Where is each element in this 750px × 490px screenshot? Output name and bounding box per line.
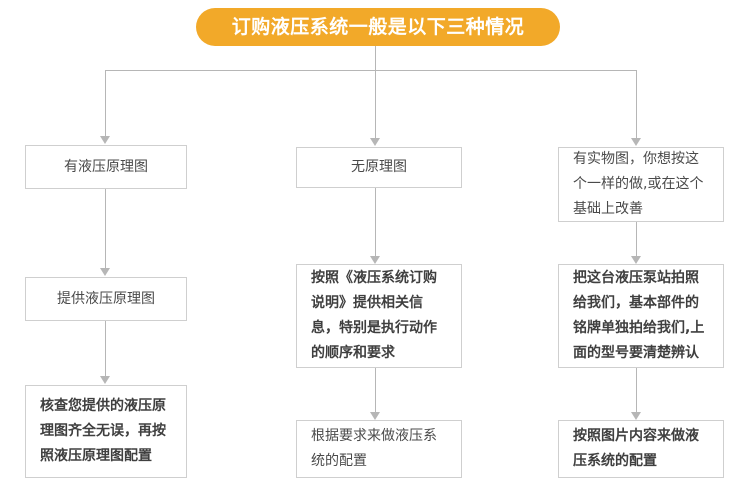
flow-node-label: 按照图片内容来做液压系统的配置: [573, 428, 699, 469]
connector-distribution-bus: [105, 70, 636, 71]
flow-node-b3-s3[interactable]: 按照图片内容来做液压系统的配置: [558, 420, 724, 478]
flow-node-label: 把这台液压泵站拍照给我们，基本部件的铭牌单独拍给我们,上面的型号要清楚辨认: [573, 270, 705, 361]
flow-node-b2-s1[interactable]: 无原理图: [296, 147, 462, 188]
flow-node-b1-s2[interactable]: 提供液压原理图: [25, 277, 187, 321]
arrowhead-b2-s2-to-s3: [370, 412, 380, 420]
connector-b1-s2-to-s3: [105, 321, 106, 377]
flow-node-label: 按照《液压系统订购说明》提供相关信息，特别是执行动作的顺序和要求: [311, 270, 437, 361]
flow-node-b3-s1[interactable]: 有实物图，你想按这个一样的做,或在这个基础上改善: [558, 147, 724, 222]
arrowhead-b1-s2-to-s3: [100, 376, 110, 384]
flow-node-b1-s3[interactable]: 核查您提供的液压原理图齐全无误，再按照液压原理图配置: [25, 385, 187, 478]
arrowhead-b3-s2-to-s3: [631, 412, 641, 420]
connector-root-stem: [375, 46, 376, 70]
flow-node-b1-s1[interactable]: 有液压原理图: [25, 145, 187, 189]
flow-node-label: 有实物图，你想按这个一样的做,或在这个基础上改善: [573, 151, 704, 217]
connector-b3-s2-to-s3: [636, 368, 637, 413]
connector-bus-to-branch-2: [375, 70, 376, 139]
arrowhead-bus-to-branch-1: [100, 136, 110, 144]
flow-node-label: 核查您提供的液压原理图齐全无误，再按照液压原理图配置: [40, 398, 166, 464]
connector-b3-s1-to-s2: [636, 222, 637, 257]
flow-node-label: 无原理图: [351, 159, 407, 175]
flow-node-label: 提供液压原理图: [57, 290, 155, 307]
flow-node-b3-s2[interactable]: 把这台液压泵站拍照给我们，基本部件的铭牌单独拍给我们,上面的型号要清楚辨认: [558, 264, 724, 368]
flow-node-label: 有液压原理图: [64, 158, 148, 175]
arrowhead-bus-to-branch-3: [631, 138, 641, 146]
arrowhead-bus-to-branch-2: [370, 138, 380, 146]
arrowhead-b3-s1-to-s2: [631, 256, 641, 264]
arrowhead-b1-s1-to-s2: [100, 268, 110, 276]
connector-b2-s1-to-s2: [375, 188, 376, 257]
flow-node-b2-s3[interactable]: 根据要求来做液压系统的配置: [296, 420, 462, 478]
arrowhead-b2-s1-to-s2: [370, 256, 380, 264]
flow-node-label: 根据要求来做液压系统的配置: [311, 428, 437, 469]
connector-b1-s1-to-s2: [105, 189, 106, 269]
page-title: 订购液压系统一般是以下三种情况: [231, 15, 525, 38]
connector-b2-s2-to-s3: [375, 368, 376, 413]
connector-bus-to-branch-3: [636, 70, 637, 139]
flow-node-b2-s2[interactable]: 按照《液压系统订购说明》提供相关信息，特别是执行动作的顺序和要求: [296, 264, 462, 368]
connector-bus-to-branch-1: [105, 70, 106, 137]
chart-title-pill: 订购液压系统一般是以下三种情况: [196, 8, 560, 46]
